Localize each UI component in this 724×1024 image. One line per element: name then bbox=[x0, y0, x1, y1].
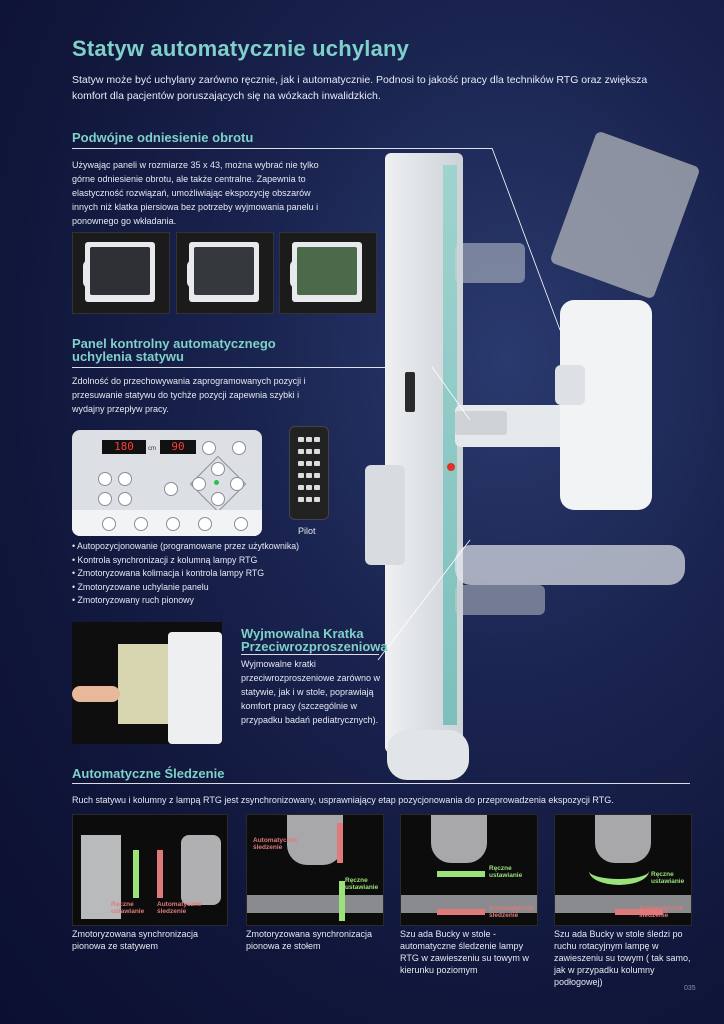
pilot-label: Pilot bbox=[298, 526, 316, 536]
tracking-image-3: Ręczne ustawianie Automatyczne śledzenie bbox=[400, 814, 538, 926]
section1-heading: Podwójne odniesienie obrotu bbox=[72, 130, 254, 145]
panel-button[interactable] bbox=[232, 441, 246, 455]
rotation-thumb-1 bbox=[72, 232, 170, 314]
rotation-thumb-2 bbox=[176, 232, 274, 314]
label-manual: Ręczne ustawianie bbox=[489, 865, 523, 879]
section1-body: Używając paneli w rozmiarze 35 x 43, moż… bbox=[72, 160, 319, 226]
arrow-red-horizontal bbox=[437, 909, 485, 915]
section3-body: Wyjmowalne kratki przeciwrozproszeniowe … bbox=[241, 659, 381, 725]
pad-right-button[interactable] bbox=[230, 477, 244, 491]
section3-heading: Wyjmowalna Kratka Przeciwrozproszeniowa bbox=[241, 627, 388, 653]
label-manual: Ręczne ustawianie bbox=[111, 901, 145, 915]
section2-heading: Panel kontrolny automatycznego uchylenia… bbox=[72, 337, 276, 363]
caption-3: Szu ada Bucky w stole - automatyczne śle… bbox=[400, 929, 529, 975]
label-manual: Ręczne ustawianie bbox=[345, 877, 379, 891]
preset-button[interactable] bbox=[102, 517, 116, 531]
pad-down-button[interactable] bbox=[211, 492, 225, 506]
preset-strip bbox=[72, 510, 262, 536]
intro-text: Statyw może być uchylany zarówno ręcznie… bbox=[72, 74, 648, 102]
caption-1: Zmotoryzowana synchronizacja pionowa ze … bbox=[72, 929, 199, 951]
page-number: 035 bbox=[684, 985, 696, 992]
tracking-image-2: Automatyczne śledzenie Ręczne ustawianie bbox=[246, 814, 384, 926]
preset-button[interactable] bbox=[234, 517, 248, 531]
tracking-image-4: Ręczne ustawianie Automatyczne śledzenie bbox=[554, 814, 692, 926]
section4-rule bbox=[72, 783, 690, 784]
section2-heading-line1: Panel kontrolny automatycznego bbox=[72, 336, 276, 351]
preset-button[interactable] bbox=[166, 517, 180, 531]
pad-left-button[interactable] bbox=[192, 477, 206, 491]
panel-button[interactable] bbox=[202, 441, 216, 455]
feature-list: Autopozycjonowanie (programowane przez u… bbox=[72, 540, 299, 608]
preset-button[interactable] bbox=[198, 517, 212, 531]
section2-body: Zdolność do przechowywania zaprogramowan… bbox=[72, 376, 306, 414]
remote-control bbox=[289, 426, 329, 520]
control-panel: 180 cm 90 bbox=[72, 430, 262, 536]
section3-heading-line2: Przeciwrozproszeniowa bbox=[241, 639, 388, 654]
label-auto: Automatyczne śledzenie bbox=[489, 905, 534, 919]
feature-item: Zmotoryzowane uchylanie panelu bbox=[72, 581, 299, 595]
xray-stand-illustration bbox=[365, 130, 715, 785]
arrow-green-vertical bbox=[339, 881, 345, 921]
caption-2: Zmotoryzowana synchronizacja pionowa ze … bbox=[246, 929, 373, 951]
status-led bbox=[214, 480, 219, 485]
caption-4: Szu ada Bucky w stole śledzi po ruchu ro… bbox=[554, 929, 691, 987]
section2-rule bbox=[72, 367, 432, 368]
arrow-red-vertical bbox=[337, 823, 343, 863]
panel-button[interactable] bbox=[98, 492, 112, 506]
arrow-green-vertical bbox=[133, 850, 139, 898]
section1-rule bbox=[72, 148, 492, 149]
feature-item: Zmotoryzowany ruch pionowy bbox=[72, 594, 299, 608]
label-auto: Automatyczne śledzenie bbox=[639, 905, 684, 919]
panel-button[interactable] bbox=[118, 472, 132, 486]
feature-item: Autopozycjonowanie (programowane przez u… bbox=[72, 540, 299, 554]
arrow-red-vertical bbox=[157, 850, 163, 898]
tracking-image-1: Ręczne ustawianie Automatyczne śledzenie bbox=[72, 814, 228, 926]
display-angle: 90 bbox=[160, 440, 196, 454]
label-manual: Ręczne ustawianie bbox=[651, 871, 685, 885]
section3-heading-line1: Wyjmowalna Kratka bbox=[241, 626, 364, 641]
display-height: 180 bbox=[102, 440, 146, 454]
arrow-red-horizontal bbox=[615, 909, 663, 915]
feature-item: Kontrola synchronizacji z kolumną lampy … bbox=[72, 554, 299, 568]
page-title: Statyw automatycznie uchylany bbox=[72, 36, 410, 61]
arrow-green-horizontal bbox=[437, 871, 485, 877]
panel-button[interactable] bbox=[164, 482, 178, 496]
unit-cm: cm bbox=[148, 446, 156, 452]
section4-heading: Automatyczne Śledzenie bbox=[72, 766, 225, 781]
arrow-green-arc bbox=[589, 857, 649, 885]
label-auto: Automatyczne śledzenie bbox=[157, 901, 202, 915]
rotation-thumb-3 bbox=[279, 232, 377, 314]
section2-heading-line2: uchylenia statywu bbox=[72, 349, 184, 364]
section4-body: Ruch statywu i kolumny z lampą RTG jest … bbox=[72, 795, 614, 805]
label-auto: Automatyczne śledzenie bbox=[253, 837, 298, 851]
feature-item: Zmotoryzowana kolimacja i kontrola lampy… bbox=[72, 567, 299, 581]
grid-removal-photo bbox=[72, 622, 222, 744]
panel-button[interactable] bbox=[118, 492, 132, 506]
pad-up-button[interactable] bbox=[211, 462, 225, 476]
preset-button[interactable] bbox=[134, 517, 148, 531]
section3-rule bbox=[241, 654, 379, 655]
panel-button[interactable] bbox=[98, 472, 112, 486]
